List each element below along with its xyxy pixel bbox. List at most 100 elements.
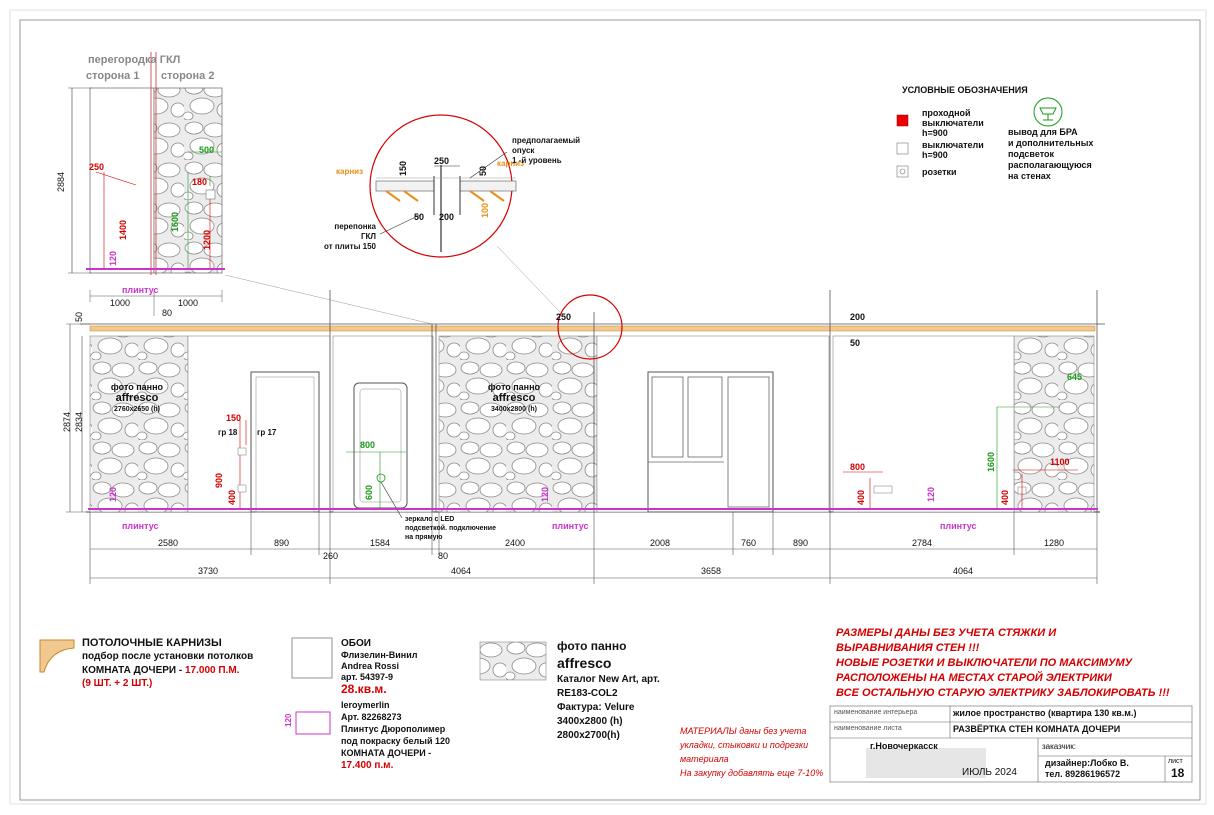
detail-dim-250: 250: [434, 156, 450, 166]
dim-1000b: 1000: [178, 298, 199, 308]
plinth-length: 17.400 п.м.: [341, 760, 394, 771]
tb-sheet-label2: лист: [1168, 758, 1183, 765]
panel-note-line6: 3400x2800 (h): [557, 716, 623, 727]
dim-800-wall-b: 800: [850, 462, 866, 472]
detail-cornice-left: карниз: [336, 167, 364, 176]
dim-400-wall-b: 400: [856, 489, 866, 505]
panel-note-title: фото панно: [557, 639, 627, 653]
panel-note-line7: 2800x2700(h): [557, 730, 620, 741]
bdim-1584: 1584: [370, 538, 391, 548]
wallpaper-line3: Andrea Rossi: [341, 661, 400, 671]
bdim-2400: 2400: [505, 538, 526, 548]
plinth-line2: Арт. 82268273: [341, 712, 402, 722]
label-gr17: гр 17: [257, 428, 277, 437]
tb-sheet-number: 18: [1171, 766, 1185, 780]
cornice-swatch: [39, 639, 75, 673]
bdim-890b: 890: [793, 538, 809, 548]
partition-side1: сторона 1: [86, 70, 140, 82]
pass-switch-icon: [896, 114, 909, 127]
wallpaper-title: ОБОИ: [341, 638, 371, 649]
partition-side2: сторона 2: [161, 70, 215, 82]
window: [647, 371, 774, 513]
plinth-label-top: плинтус: [122, 285, 159, 295]
legend-icons: [896, 97, 1063, 178]
dim-120-wall-b: 120: [540, 486, 550, 502]
detail-dim-100: 100: [480, 202, 490, 218]
tb-designer: дизайнер:Лобко В.: [1045, 758, 1129, 768]
dim-645: 645: [1067, 372, 1083, 382]
bdim-890a: 890: [274, 538, 290, 548]
tb-sheet-value: РАЗВЁРТКА СТЕН КОМНАТА ДОЧЕРИ: [953, 724, 1121, 734]
bdim-4064a: 4064: [451, 566, 472, 576]
wallpaper-line4: арт. 54397-9: [341, 672, 394, 682]
bdim-2784: 2784: [912, 538, 933, 548]
tb-sheet-label: наименование листа: [834, 725, 902, 732]
tb-interior-label: наименование интерьера: [834, 709, 918, 716]
detail-dim-200: 200: [439, 212, 455, 222]
plinth-label-3: плинтус: [940, 521, 977, 531]
switch-icon: [896, 142, 909, 155]
socket-icon: [896, 165, 909, 178]
sconce-icon: [1033, 97, 1063, 127]
photo-panel-swatch: [479, 641, 547, 681]
legend-title: УСЛОВНЫЕ ОБОЗНАЧЕНИЯ: [902, 85, 1028, 95]
bdim-80: 80: [438, 551, 449, 561]
bdim-760: 760: [741, 538, 757, 548]
detail-cornice-right: карниз: [497, 159, 525, 168]
bottom-dimension-lines: [89, 512, 1098, 584]
plinth-line4: под покраску белый 120: [341, 736, 451, 746]
bdim-3658: 3658: [701, 566, 722, 576]
note-swatches: [39, 637, 547, 735]
dim-250-wall: 250: [556, 312, 572, 322]
tb-customer: заказчик:: [1042, 742, 1076, 751]
dim-400-wall-a: 400: [227, 489, 237, 505]
wallpaper-swatch: [291, 637, 333, 679]
plinth-swatch: [295, 711, 331, 735]
tb-interior-value: жилое пространство (квартира 130 кв.м.): [953, 708, 1137, 718]
dim-1000a: 1000: [110, 298, 131, 308]
label-gr18: гр 18: [218, 428, 238, 437]
door: [250, 371, 320, 513]
cornice-note-sub: подбор после установки потолков: [82, 651, 254, 662]
partition-elevation: [68, 52, 225, 316]
dim-50-wall: 50: [850, 338, 861, 348]
title-block-frame: [829, 705, 1193, 783]
bdim-2580: 2580: [158, 538, 179, 548]
plinth-label-1: плинтус: [122, 521, 159, 531]
dim-200-wall: 200: [850, 312, 866, 322]
cornice-detail-circle: [369, 114, 517, 258]
detail-dim-50: 50: [414, 212, 425, 222]
cornice-note-room: КОМНАТА ДОЧЕРИ - 17.000 П.М.: [82, 665, 240, 676]
dim-50-left: 50: [74, 311, 84, 322]
dim-80-top: 80: [162, 308, 173, 318]
dim-120-top: 120: [108, 250, 118, 266]
dim-1400: 1400: [118, 219, 128, 240]
panel-note-brand: affresco: [557, 655, 612, 671]
dim-180: 180: [192, 177, 208, 187]
dim-2884: 2884: [56, 171, 66, 192]
cornice-note-pcs: (9 ШТ. + 2 ШТ.): [82, 678, 153, 689]
sheet-frame: [19, 19, 1201, 801]
plinth-line1: leroymerlin: [341, 700, 390, 710]
panel-note-line4: RE183-COL2: [557, 688, 618, 699]
dim-120-wall-c: 120: [926, 486, 936, 502]
dim-2834: 2834: [74, 411, 84, 432]
plinth-line5: КОМНАТА ДОЧЕРИ -: [341, 748, 432, 758]
dim-1600-top: 1600: [170, 211, 180, 232]
dim-1200: 1200: [202, 229, 212, 250]
plinth-label-2: плинтус: [552, 521, 589, 531]
dim-600-wall: 600: [364, 484, 374, 500]
plinth-line3: Плинтус Дюрополимер: [341, 724, 446, 734]
panel-note-line5: Фактура: Velure: [557, 702, 635, 713]
detail-dim-50-right: 50: [478, 165, 488, 176]
